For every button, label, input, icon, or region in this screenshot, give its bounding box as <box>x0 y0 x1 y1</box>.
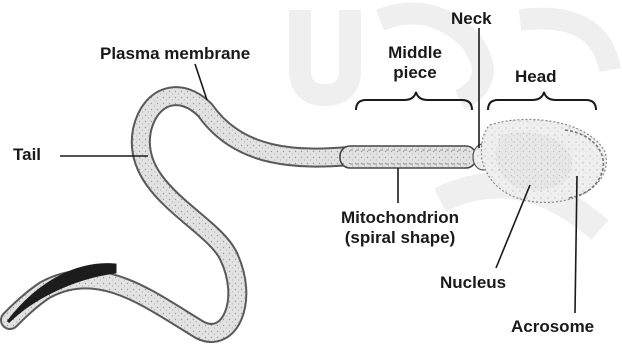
middle-piece-brace <box>356 92 472 110</box>
nucleus-label: Nucleus <box>440 273 506 293</box>
plasma-membrane-label: Plasma membrane <box>100 44 250 64</box>
middle-piece <box>340 146 476 168</box>
mitochondrion-label: Mitochondrion (spiral shape) <box>320 208 480 248</box>
middle-piece-label: Middle piece <box>370 43 460 83</box>
middle-piece-label-line2: piece <box>370 63 460 83</box>
mitochondrion-label-line1: Mitochondrion <box>320 208 480 228</box>
middle-piece-label-line1: Middle <box>370 43 460 63</box>
mitochondrion-label-line2: (spiral shape) <box>320 228 480 248</box>
neck-label: Neck <box>451 9 492 29</box>
acrosome-label: Acrosome <box>511 317 594 337</box>
tail <box>8 96 350 340</box>
head-brace <box>488 92 596 110</box>
tail-label: Tail <box>13 145 41 165</box>
head-label: Head <box>515 67 557 87</box>
